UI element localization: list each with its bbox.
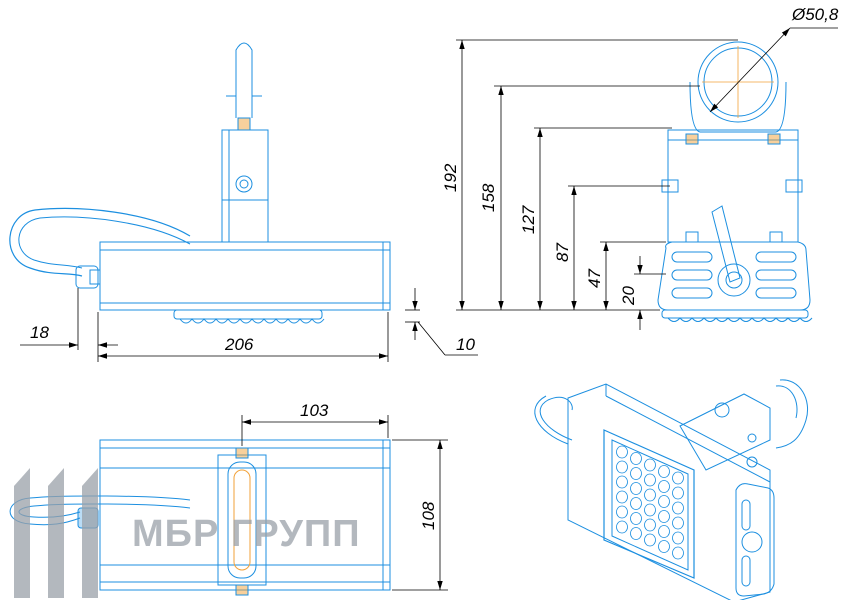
led-lens <box>672 501 684 515</box>
front-view <box>657 41 813 322</box>
led-lens <box>658 495 670 508</box>
iso-cable <box>539 396 573 441</box>
led-lens <box>644 503 656 517</box>
watermark-logo <box>14 468 98 598</box>
front-view-dimensions <box>456 39 738 330</box>
dim-18: 18 <box>30 323 49 342</box>
housing <box>99 241 391 311</box>
front-housing <box>657 241 811 311</box>
iso-led-array <box>616 445 684 560</box>
cable <box>9 207 191 277</box>
watermark-text: МБР ГРУПП <box>132 513 361 555</box>
led-lens <box>658 465 670 478</box>
led-lens <box>672 516 684 530</box>
led-lens <box>630 497 642 510</box>
led-lens <box>644 473 656 487</box>
dim-206: 206 <box>224 335 254 354</box>
side-view-dimensions <box>20 288 478 362</box>
led-lens <box>672 546 684 560</box>
iso-lens-panel <box>603 429 695 579</box>
top-view-dimensions <box>241 415 448 591</box>
dim-10: 10 <box>456 335 475 354</box>
led-lens <box>658 525 670 538</box>
dim-158: 158 <box>479 183 498 212</box>
dim-47: 47 <box>585 269 604 288</box>
led-lens <box>672 531 684 545</box>
mount-plate <box>667 129 799 243</box>
led-lens <box>644 488 656 502</box>
u-bolt <box>235 42 253 118</box>
led-lens <box>644 458 656 472</box>
dim-192: 192 <box>441 163 460 192</box>
led-lens <box>616 520 628 534</box>
led-lens <box>658 510 670 523</box>
led-lens <box>658 540 670 553</box>
led-lens <box>672 486 684 500</box>
led-lens <box>616 505 628 519</box>
cable-gland <box>75 265 99 289</box>
led-lens <box>630 512 642 525</box>
diameter-callout <box>702 27 838 118</box>
led-lens <box>630 527 642 540</box>
led-lens <box>672 471 684 485</box>
led-lens <box>630 482 642 495</box>
led-lens <box>644 518 656 532</box>
dim-127: 127 <box>519 205 538 234</box>
led-lens <box>616 475 628 489</box>
led-lens <box>630 452 642 465</box>
dim-20: 20 <box>619 286 638 306</box>
dim-108: 108 <box>419 501 438 530</box>
led-lens <box>616 490 628 504</box>
dim-103: 103 <box>300 401 329 420</box>
led-lens <box>630 467 642 480</box>
led-lens <box>616 445 628 459</box>
dim-diameter: Ø50,8 <box>791 5 839 24</box>
lens-rail <box>173 309 323 320</box>
side-view <box>9 42 391 324</box>
led-lens <box>644 533 656 547</box>
led-lens <box>658 480 670 493</box>
isometric-view <box>534 379 808 600</box>
dim-87: 87 <box>553 243 572 262</box>
led-lens <box>616 460 628 474</box>
